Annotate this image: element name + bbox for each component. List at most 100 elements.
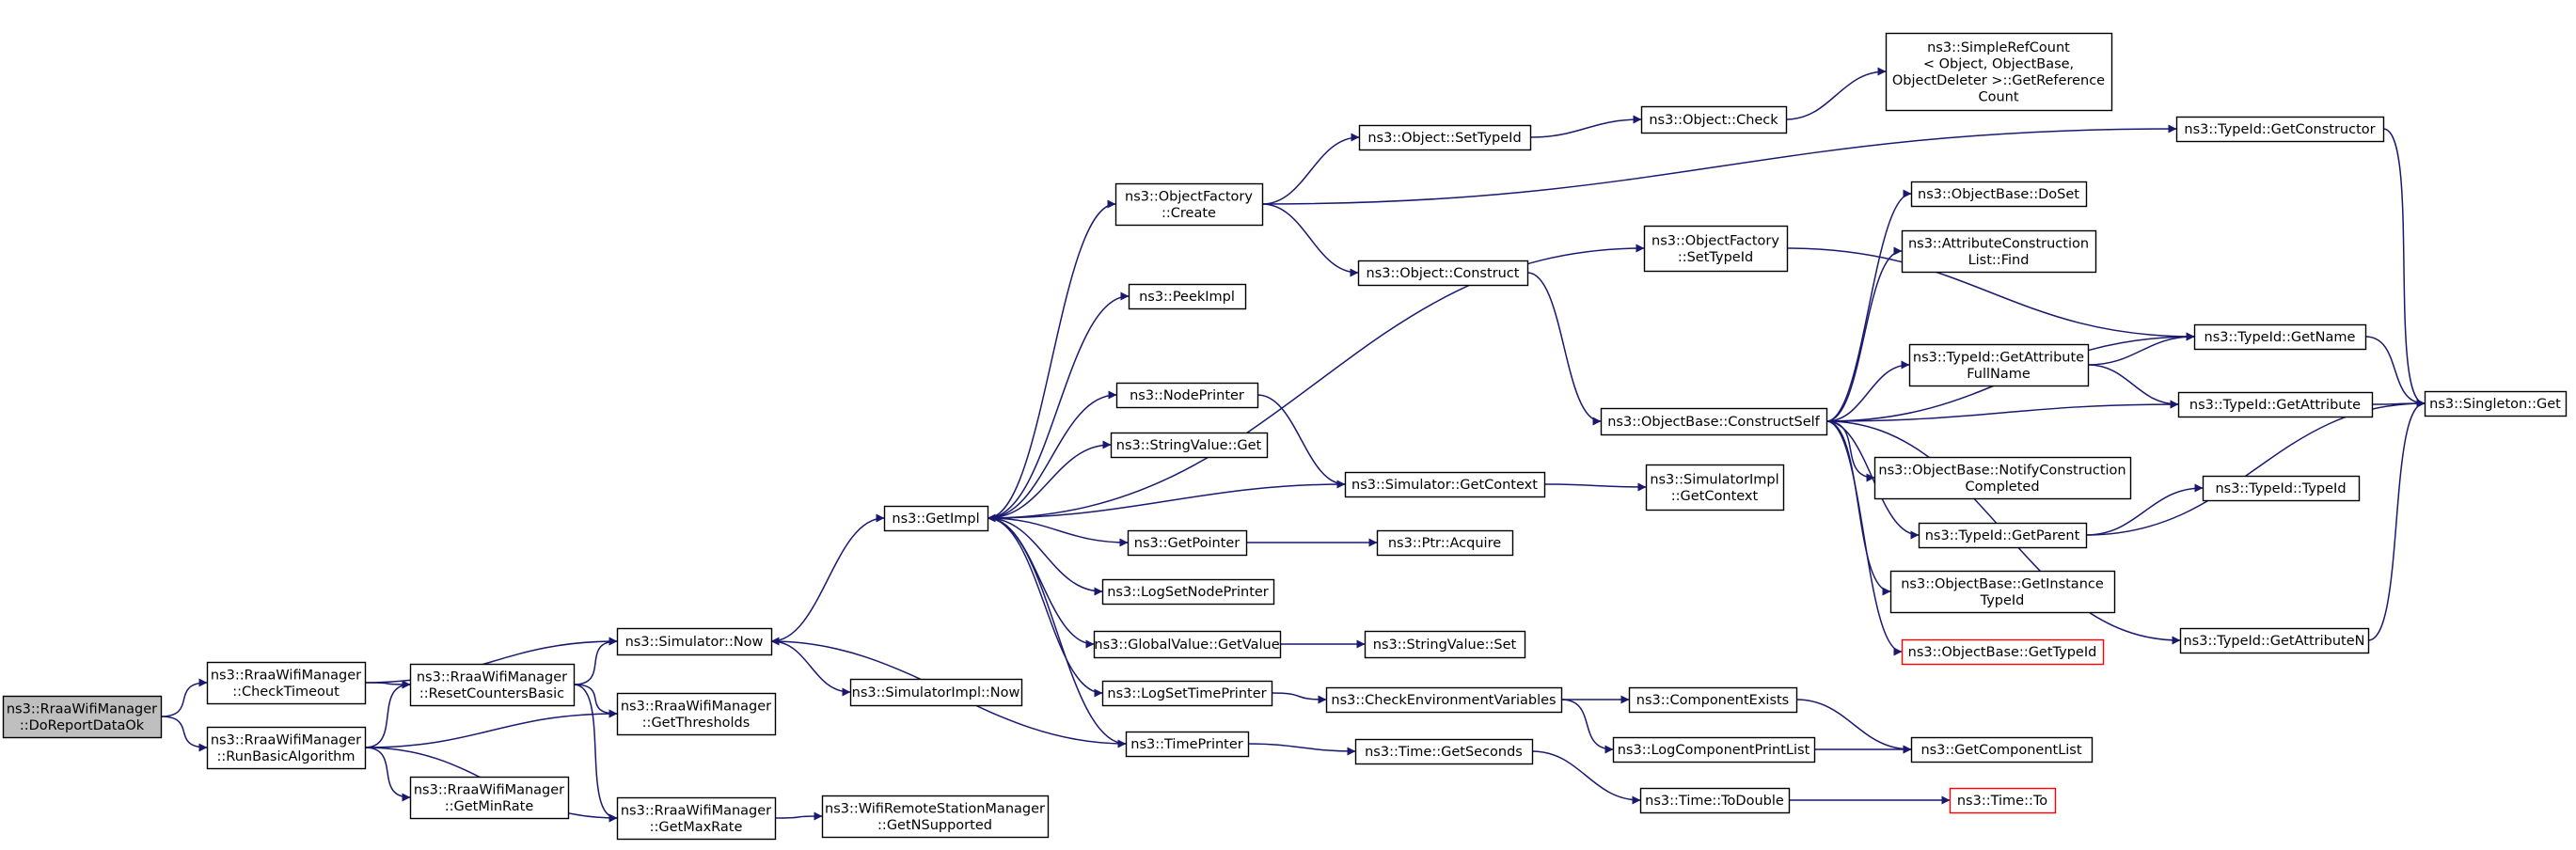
node-typeidtypeid[interactable]: ns3::TypeId::TypeId <box>2202 475 2361 502</box>
node-objfactorycreate[interactable]: ns3::ObjectFactory::Create <box>1114 182 1264 227</box>
node-timeprinter[interactable]: ns3::TimePrinter <box>1125 731 1250 758</box>
node-label-line: ::SetTypeId <box>1678 250 1753 265</box>
node-label-line: ns3::RraaWifiManager <box>7 701 157 716</box>
node-logcomponentprintlist[interactable]: ns3::LogComponentPrintList <box>1612 736 1816 763</box>
node-stringvalueget[interactable]: ns3::StringValue::Get <box>1110 432 1269 459</box>
node-box <box>1114 182 1264 227</box>
edge-checkenv-to-logcomponentprintlist <box>1560 699 1614 754</box>
edge-simnow-to-getimpl <box>770 513 885 642</box>
node-objbasegettypeid[interactable]: ns3::ObjectBase::GetTypeId <box>1901 638 2105 666</box>
node-timetodouble[interactable]: ns3::Time::ToDouble <box>1639 787 1791 814</box>
node-objsettypeid[interactable]: ns3::Object::SetTypeId <box>1358 124 1532 151</box>
node-simgetcontext[interactable]: ns3::Simulator::GetContext <box>1344 471 1546 498</box>
node-resetcounters[interactable]: ns3::RraaWifiManager::ResetCountersBasic <box>409 663 576 707</box>
node-label-line: ns3::Time::ToDouble <box>1645 794 1784 809</box>
node-typeidgetparent[interactable]: ns3::TypeId::GetParent <box>1918 522 2088 549</box>
node-checktimeout[interactable]: ns3::RraaWifiManager::CheckTimeout <box>206 661 367 705</box>
edge-typeidgetattribute-to-singletonget <box>2371 399 2426 408</box>
node-box <box>1101 680 1273 707</box>
node-box <box>1600 407 1828 436</box>
node-getmaxrate[interactable]: ns3::RraaWifiManager::GetMaxRate <box>616 796 777 841</box>
node-box <box>1101 578 1275 606</box>
node-getpointer[interactable]: ns3::GetPointer <box>1127 529 1248 557</box>
node-simimplgetcontext[interactable]: ns3::SimulatorImpl::GetContext <box>1645 464 1785 512</box>
node-nodeprinter[interactable]: ns3::NodePrinter <box>1115 382 1259 409</box>
node-singletonget[interactable]: ns3::Singleton::Get <box>2424 390 2568 417</box>
node-label-line: ns3::LogSetTimePrinter <box>1107 686 1266 701</box>
node-label-line: ns3::StringValue::Set <box>1373 638 1517 653</box>
node-objbaseconstructself[interactable]: ns3::ObjectBase::ConstructSelf <box>1600 407 1828 436</box>
node-box <box>2424 390 2568 417</box>
edge-resetcounters-to-simnow <box>573 637 618 685</box>
node-objconstruct[interactable]: ns3::Object::Construct <box>1357 260 1529 287</box>
node-logsetnodeprinter[interactable]: ns3::LogSetNodePrinter <box>1101 578 1275 606</box>
node-typeidgetattributen[interactable]: ns3::TypeId::GetAttributeN <box>2179 627 2370 654</box>
edge-objsettypeid-to-objcheck <box>1529 115 1642 138</box>
node-getminrate[interactable]: ns3::RraaWifiManager::GetMinRate <box>409 776 570 820</box>
node-objfactorysettypeid[interactable]: ns3::ObjectFactory::SetTypeId <box>1643 225 1789 273</box>
node-getimpl[interactable]: ns3::GetImpl <box>883 505 989 532</box>
node-box <box>1344 471 1546 498</box>
edge-timeprinter-to-timegetseconds <box>1247 743 1356 756</box>
node-label-line: ns3::Simulator::Now <box>625 635 764 650</box>
node-label-line: ns3::LogSetNodePrinter <box>1107 585 1269 600</box>
node-label-line: ::GetContext <box>1671 489 1759 504</box>
node-timeto[interactable]: ns3::Time::To <box>1949 787 2057 814</box>
node-objbasenotify[interactable]: ns3::ObjectBase::NotifyConstructionCompl… <box>1873 456 2132 500</box>
node-simplerefcount[interactable]: ns3::SimpleRefCount< Object, ObjectBase,… <box>1885 32 2113 112</box>
node-box <box>1901 638 2105 666</box>
node-getthresholds[interactable]: ns3::RraaWifiManager::GetThresholds <box>616 692 777 736</box>
node-typeidgetattribute[interactable]: ns3::TypeId::GetAttribute <box>2177 391 2374 418</box>
node-box <box>2179 627 2370 654</box>
node-box <box>1354 738 1534 765</box>
node-stringvalueset[interactable]: ns3::StringValue::Set <box>1364 630 1526 659</box>
edges-layer <box>160 67 2426 823</box>
node-simnow[interactable]: ns3::Simulator::Now <box>616 627 773 656</box>
node-box <box>1901 229 2097 274</box>
node-getnsupported[interactable]: ns3::WifiRemoteStationManager::GetNSuppo… <box>821 795 1050 839</box>
node-box <box>1873 456 2132 500</box>
node-box <box>1128 283 1247 310</box>
node-componentexists[interactable]: ns3::ComponentExists <box>1628 686 1798 714</box>
node-peekimpl[interactable]: ns3::PeekImpl <box>1128 283 1247 310</box>
edge-simgetcontext-to-simimplgetcontext <box>1543 482 1647 492</box>
edge-typeidgetattributen-to-singletonget <box>2367 399 2426 641</box>
node-objbasedoset[interactable]: ns3::ObjectBase::DoSet <box>1910 181 2088 208</box>
edge-doreport-to-runbasic <box>160 716 208 752</box>
node-typeidgetname[interactable]: ns3::TypeId::GetName <box>2193 323 2367 351</box>
node-logsettimeprinter[interactable]: ns3::LogSetTimePrinter <box>1101 680 1273 707</box>
node-simimplnow[interactable]: ns3::SimulatorImpl::Now <box>849 678 1023 707</box>
edge-runbasic-to-getthresholds <box>364 709 618 748</box>
node-checkenv[interactable]: ns3::CheckEnvironmentVariables <box>1325 686 1563 714</box>
edge-objconstruct-to-objbaseconstructself <box>1526 272 1602 426</box>
edge-objbaseconstructself-to-typeidgetparent <box>1825 420 1920 540</box>
node-box <box>1358 124 1532 151</box>
node-label-line: ns3::TypeId::GetConstructor <box>2184 122 2375 137</box>
node-label-line: ::DoReportDataOk <box>20 718 145 733</box>
node-box <box>1325 686 1563 714</box>
node-globalvaluegetvalue[interactable]: ns3::GlobalValue::GetValue <box>1093 630 1282 659</box>
node-objcheck[interactable]: ns3::Object::Check <box>1640 105 1788 134</box>
node-runbasic[interactable]: ns3::RraaWifiManager::RunBasicAlgorithm <box>206 726 367 770</box>
node-box <box>1127 529 1248 557</box>
node-box <box>1918 522 2088 549</box>
node-box <box>206 726 367 770</box>
node-getcomponentlist[interactable]: ns3::GetComponentList <box>1910 736 2094 763</box>
node-label-line: ns3::Time::To <box>1957 794 2047 809</box>
edge-objbaseconstructself-to-objbasegettypeid <box>1825 420 1903 656</box>
node-box <box>206 661 367 705</box>
node-ptracquire[interactable]: ns3::Ptr::Acquire <box>1376 529 1514 557</box>
node-label-line: ns3::RraaWifiManager <box>621 699 771 714</box>
node-doreport[interactable]: ns3::RraaWifiManager::DoReportDataOk <box>2 695 163 739</box>
node-label-line: ns3::ObjectBase::ConstructSelf <box>1607 415 1820 430</box>
node-timegetseconds[interactable]: ns3::Time::GetSeconds <box>1354 738 1534 765</box>
edge-getimpl-to-timeprinter <box>987 517 1127 748</box>
node-label-line: ns3::Singleton::Get <box>2429 397 2561 412</box>
node-label-line: ns3::GetImpl <box>892 512 979 527</box>
node-label-line: ns3::Object::SetTypeId <box>1367 131 1521 146</box>
node-typeidgetconstructor[interactable]: ns3::TypeId::GetConstructor <box>2175 116 2385 143</box>
